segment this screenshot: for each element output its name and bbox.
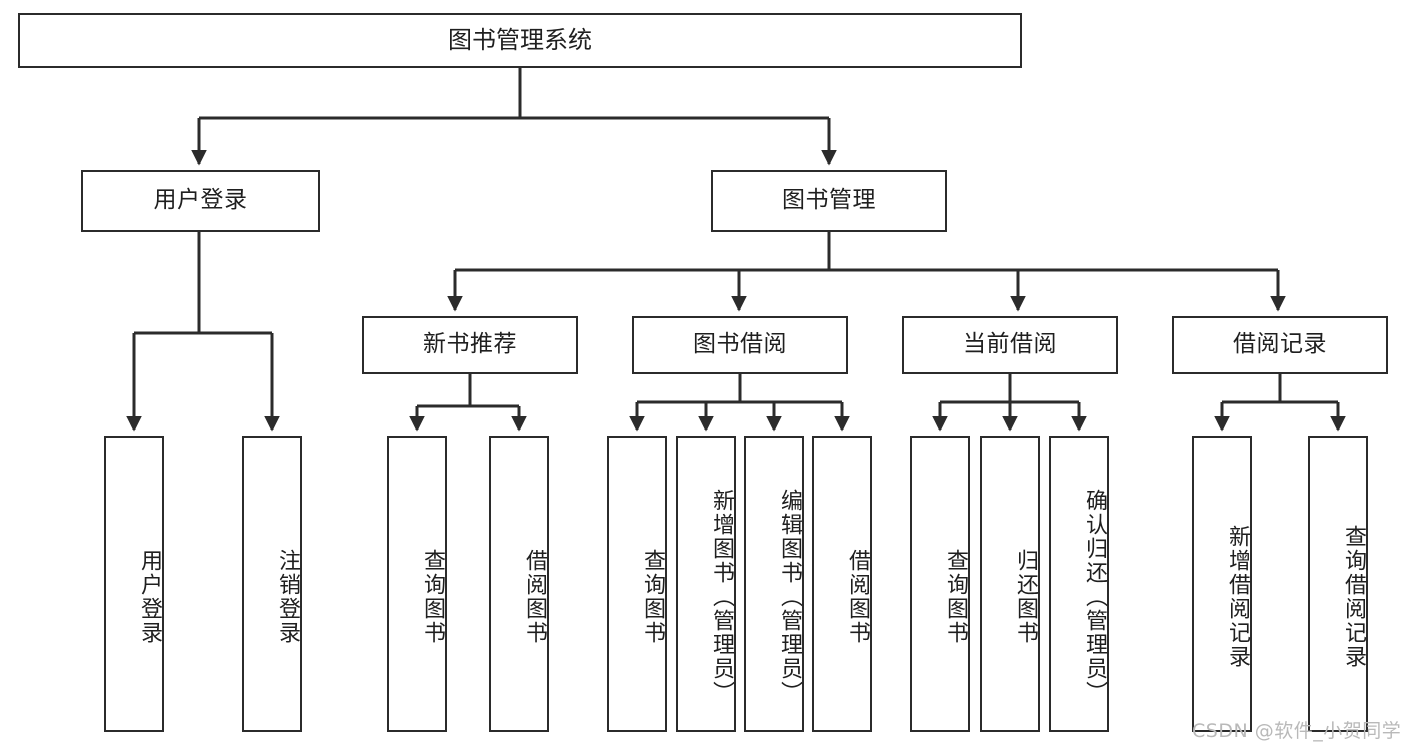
node-leaf-confirm-return[interactable]: 确认归还（管理员） <box>1049 436 1109 732</box>
node-root-book-management-system[interactable]: 图书管理系统 <box>18 13 1022 68</box>
node-leaf-user-logout[interactable]: 注销登录 <box>242 436 302 732</box>
node-leaf-query-record[interactable]: 查询借阅记录 <box>1308 436 1368 732</box>
csdn-watermark: CSDN @软件_小贺同学 <box>1192 720 1402 742</box>
node-label: 归还图书 <box>1013 549 1038 645</box>
node-leaf-add-book[interactable]: 新增图书（管理员） <box>676 436 736 732</box>
node-label: 新增图书（管理员） <box>709 489 734 705</box>
node-leaf-return-book[interactable]: 归还图书 <box>980 436 1040 732</box>
node-leaf-borrow-book-1[interactable]: 借阅图书 <box>489 436 549 732</box>
node-label: 用户登录 <box>137 549 162 645</box>
node-leaf-borrow-book-2[interactable]: 借阅图书 <box>812 436 872 732</box>
node-leaf-query-book-1[interactable]: 查询图书 <box>387 436 447 732</box>
node-label: 当前借阅 <box>963 331 1057 358</box>
node-label: 编辑图书（管理员） <box>777 489 802 705</box>
node-label: 新增借阅记录 <box>1225 525 1250 669</box>
node-label: 图书借阅 <box>693 331 787 358</box>
node-label: 借阅图书 <box>845 549 870 645</box>
node-current-borrow[interactable]: 当前借阅 <box>902 316 1118 374</box>
node-label: 借阅图书 <box>522 549 547 645</box>
node-leaf-query-book-2[interactable]: 查询图书 <box>607 436 667 732</box>
node-leaf-edit-book[interactable]: 编辑图书（管理员） <box>744 436 804 732</box>
node-label: 查询图书 <box>420 549 445 645</box>
node-label: 用户登录 <box>153 187 248 214</box>
node-label: 图书管理系统 <box>448 26 592 55</box>
node-label: 查询图书 <box>943 549 968 645</box>
node-label: 图书管理 <box>782 187 876 214</box>
node-label: 查询图书 <box>640 549 665 645</box>
node-leaf-user-login[interactable]: 用户登录 <box>104 436 164 732</box>
node-book-borrow[interactable]: 图书借阅 <box>632 316 848 374</box>
node-new-book-recommend[interactable]: 新书推荐 <box>362 316 578 374</box>
node-label: 查询借阅记录 <box>1341 525 1366 669</box>
node-borrow-record[interactable]: 借阅记录 <box>1172 316 1388 374</box>
node-leaf-add-record[interactable]: 新增借阅记录 <box>1192 436 1252 732</box>
node-label: 注销登录 <box>275 549 300 645</box>
node-label: 借阅记录 <box>1233 331 1327 358</box>
node-label: 确认归还（管理员） <box>1082 489 1107 705</box>
node-book-manage[interactable]: 图书管理 <box>711 170 947 232</box>
node-leaf-query-book-3[interactable]: 查询图书 <box>910 436 970 732</box>
node-label: 新书推荐 <box>423 331 517 358</box>
node-user-login[interactable]: 用户登录 <box>81 170 320 232</box>
